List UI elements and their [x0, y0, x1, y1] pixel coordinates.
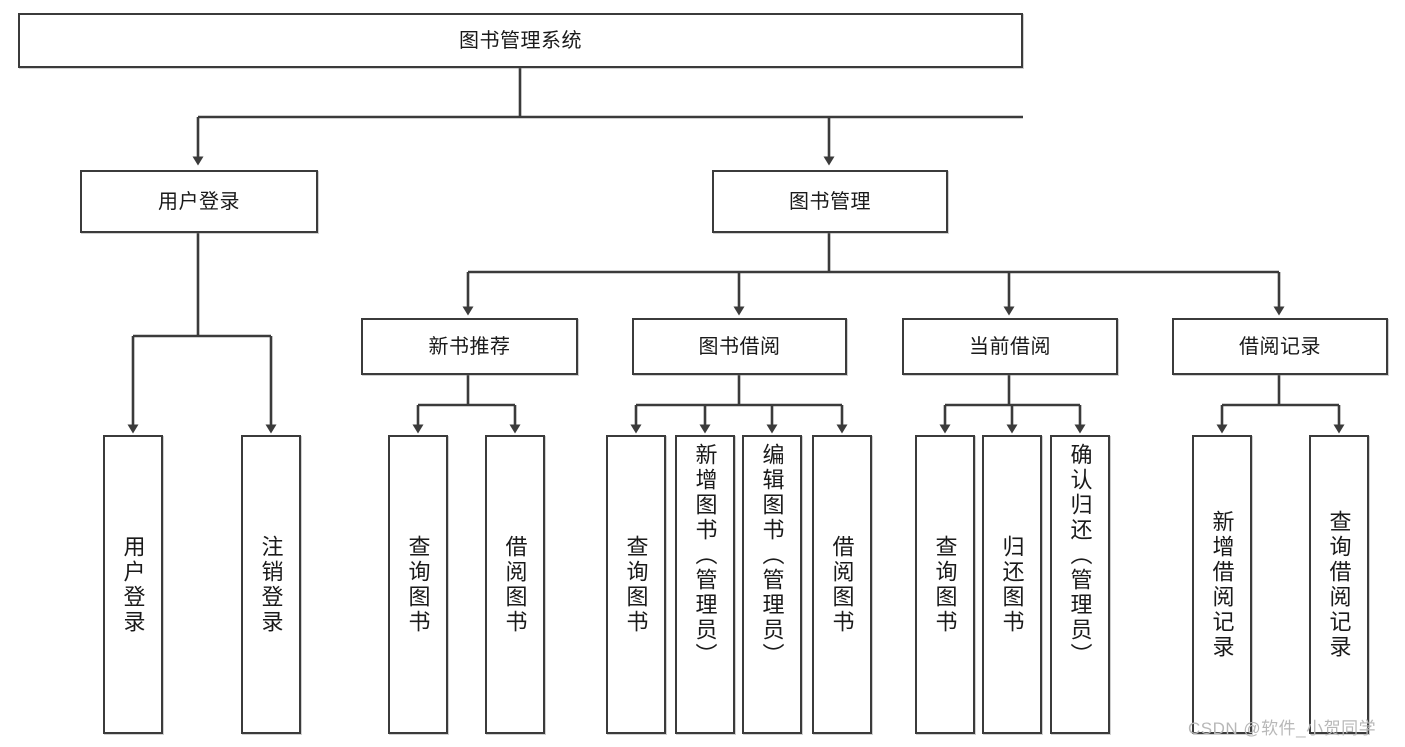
leaf-user-login-logout-label: 注销登录	[258, 534, 284, 635]
leaf-new-book-borrow[interactable]: 借阅图书	[485, 435, 545, 734]
leaf-current-borrow-confirm-return-label: 确认归还（管理员）	[1067, 443, 1093, 668]
leaf-current-borrow-query[interactable]: 查询图书	[915, 435, 975, 734]
leaf-book-borrow-edit-label: 编辑图书（管理员）	[759, 443, 785, 668]
leaf-book-borrow-borrow-label: 借阅图书	[829, 534, 855, 635]
leaf-book-borrow-edit[interactable]: 编辑图书（管理员）	[742, 435, 802, 734]
node-book-management-label: 图书管理	[789, 190, 871, 213]
leaf-borrow-record-query[interactable]: 查询借阅记录	[1309, 435, 1369, 734]
node-book-management[interactable]: 图书管理	[712, 170, 948, 233]
node-user-login-label: 用户登录	[158, 190, 240, 213]
leaf-book-borrow-query[interactable]: 查询图书	[606, 435, 666, 734]
leaf-borrow-record-query-label: 查询借阅记录	[1326, 509, 1352, 660]
node-root-label: 图书管理系统	[459, 29, 582, 52]
leaf-user-login-login[interactable]: 用户登录	[103, 435, 163, 734]
leaf-book-borrow-borrow[interactable]: 借阅图书	[812, 435, 872, 734]
leaf-current-borrow-confirm-return[interactable]: 确认归还（管理员）	[1050, 435, 1110, 734]
leaf-new-book-borrow-label: 借阅图书	[502, 534, 528, 635]
node-new-book-recommend-label: 新书推荐	[428, 335, 511, 358]
leaf-book-borrow-add[interactable]: 新增图书（管理员）	[675, 435, 735, 734]
leaf-borrow-record-add-label: 新增借阅记录	[1209, 509, 1235, 660]
node-root[interactable]: 图书管理系统	[18, 13, 1023, 68]
node-borrow-record-label: 借阅记录	[1239, 335, 1321, 358]
leaf-current-borrow-query-label: 查询图书	[932, 534, 958, 635]
leaf-book-borrow-query-label: 查询图书	[623, 534, 649, 635]
node-current-borrow-label: 当前借阅	[969, 335, 1051, 358]
leaf-new-book-query[interactable]: 查询图书	[388, 435, 448, 734]
node-user-login[interactable]: 用户登录	[80, 170, 318, 233]
leaf-borrow-record-add[interactable]: 新增借阅记录	[1192, 435, 1252, 734]
node-new-book-recommend[interactable]: 新书推荐	[361, 318, 578, 375]
node-book-borrow-label: 图书借阅	[698, 335, 781, 358]
leaf-user-login-login-label: 用户登录	[120, 534, 146, 635]
leaf-current-borrow-return-label: 归还图书	[999, 534, 1025, 635]
node-book-borrow[interactable]: 图书借阅	[632, 318, 847, 375]
node-current-borrow[interactable]: 当前借阅	[902, 318, 1118, 375]
leaf-new-book-query-label: 查询图书	[405, 534, 431, 635]
node-borrow-record[interactable]: 借阅记录	[1172, 318, 1388, 375]
leaf-current-borrow-return[interactable]: 归还图书	[982, 435, 1042, 734]
leaf-user-login-logout[interactable]: 注销登录	[241, 435, 301, 734]
leaf-book-borrow-add-label: 新增图书（管理员）	[692, 443, 718, 668]
